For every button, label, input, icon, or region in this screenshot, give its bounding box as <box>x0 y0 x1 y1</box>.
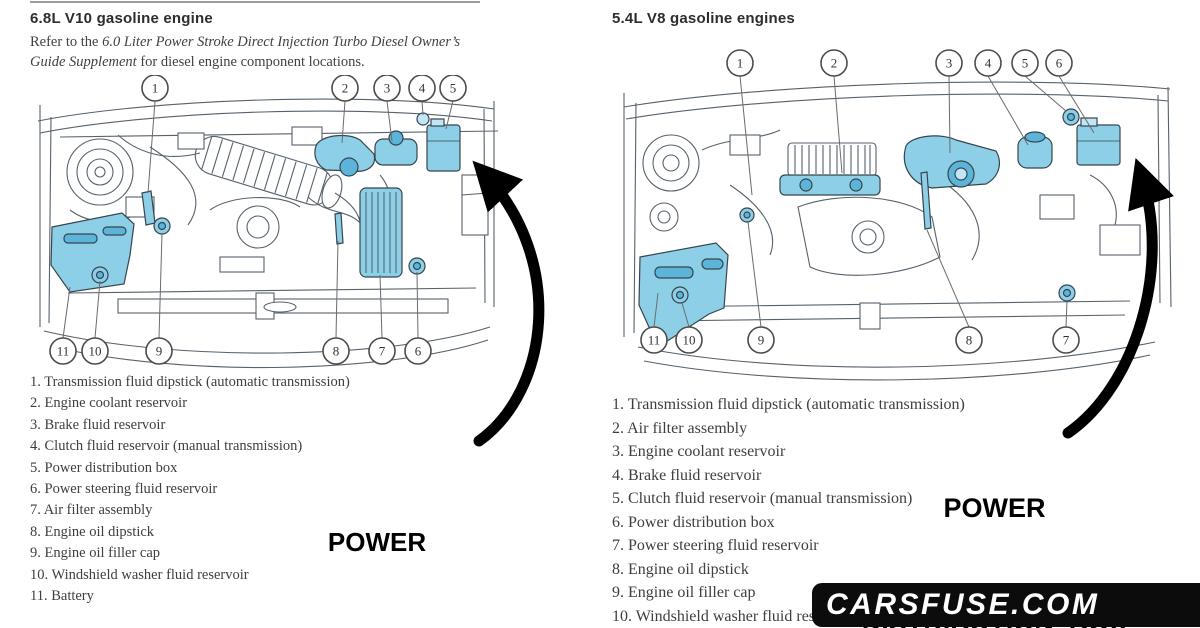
svg-text:9: 9 <box>156 344 163 359</box>
legend-item: 4. Clutch fluid reservoir (manual transm… <box>30 438 303 455</box>
svg-text:4: 4 <box>985 56 992 71</box>
note-supplement-title: 6.0 Liter Power Stroke Direct Injection … <box>30 34 461 70</box>
legend-item: 1. Transmission fluid dipstick (automati… <box>612 396 965 413</box>
note-prefix: Refer to the <box>30 34 103 50</box>
svg-text:8: 8 <box>333 344 340 359</box>
engine-oil-dipstick-highlight <box>334 212 344 245</box>
svg-text:5: 5 <box>1022 56 1029 71</box>
engine-oil-dipstick-highlight <box>920 171 932 230</box>
svg-text:1: 1 <box>737 56 744 71</box>
legend-item: 5. Clutch fluid reservoir (manual transm… <box>612 490 913 507</box>
watermark-text: CARSFUSE.COM <box>826 588 1100 621</box>
legend-item: 8. Engine oil dipstick <box>612 560 749 578</box>
legend-item: 10. Windshield washer fluid reservoir <box>30 566 249 583</box>
diesel-reference-note: Refer to the 6.0 Liter Power Stroke Dire… <box>30 33 484 72</box>
legend-item: 9. Engine oil filler cap <box>612 584 756 601</box>
legend-item: 7. Power steering fluid reservoir <box>612 537 819 554</box>
svg-text:11: 11 <box>648 333 661 348</box>
highlighted-components <box>638 108 1121 348</box>
legend-item: 2. Air filter assembly <box>612 419 748 437</box>
leader-lines <box>653 75 1095 328</box>
coolant-reservoir-highlight <box>903 135 1000 189</box>
engine-details <box>66 126 489 273</box>
legend-item: 9. Engine oil filler cap <box>30 545 161 562</box>
svg-text:10: 10 <box>89 344 102 359</box>
callouts: 1 2 3 4 5 11 10 9 8 7 6 <box>49 75 467 365</box>
svg-text:7: 7 <box>1063 333 1070 348</box>
air-filter-base-highlight <box>779 174 881 196</box>
svg-text:6: 6 <box>415 344 422 359</box>
legend-item: 7. Air filter assembly <box>30 502 153 519</box>
engine-bay-outline <box>623 81 1172 381</box>
svg-text:8: 8 <box>966 333 973 348</box>
v8-engine-bay-diagram: 1 2 3 4 5 6 11 10 9 8 7 <box>623 49 1172 381</box>
leader-lines <box>62 100 454 339</box>
power-distribution-box-label-left: POWER DISTRIBUTION BOX <box>327 527 427 557</box>
svg-text:3: 3 <box>946 56 953 71</box>
power-distribution-box-highlight <box>1076 124 1121 166</box>
transmission-dipstick-highlight <box>141 190 156 226</box>
carsfuse-watermark: CARSFUSE.COM <box>812 583 1200 627</box>
svg-text:7: 7 <box>379 344 386 359</box>
legend-item: 3. Brake fluid reservoir <box>30 416 166 433</box>
legend-item: 6. Power distribution box <box>612 513 775 531</box>
top-rule <box>30 1 480 3</box>
highlighted-components <box>50 112 461 293</box>
callouts: 1 2 3 4 5 6 11 10 9 8 7 <box>640 49 1080 354</box>
svg-text:5: 5 <box>450 81 457 96</box>
svg-text:6: 6 <box>1056 56 1063 71</box>
legend-item: 3. Engine coolant reservoir <box>612 443 786 460</box>
section-title-v8: 5.4L V8 gasoline engines <box>612 10 795 27</box>
svg-text:1: 1 <box>152 81 159 96</box>
v10-legend: 1. Transmission fluid dipstick (automati… <box>30 372 550 607</box>
legend-item: 1. Transmission fluid dipstick (automati… <box>30 374 350 390</box>
battery-highlight <box>50 212 135 293</box>
intake-tube <box>194 135 343 209</box>
legend-item: 4. Brake fluid reservoir <box>612 466 762 484</box>
legend-item: 8. Engine oil dipstick <box>30 523 155 540</box>
svg-text:9: 9 <box>758 333 765 348</box>
note-suffix: for diesel engine component locations. <box>136 53 365 70</box>
engine-bay-outline <box>37 98 499 369</box>
svg-text:2: 2 <box>342 81 349 96</box>
svg-text:10: 10 <box>683 333 696 348</box>
legend-item: 11. Battery <box>30 588 94 605</box>
coolant-reservoir-highlight <box>314 134 376 172</box>
legend-item: 2. Engine coolant reservoir <box>30 395 188 412</box>
legend-item: 10. Windshield washer fluid reservoir <box>612 607 854 625</box>
svg-text:2: 2 <box>831 56 838 71</box>
legend-item: 6. Power steering fluid reservoir <box>30 481 218 498</box>
section-title-v10: 6.8L V10 gasoline engine <box>30 10 213 27</box>
svg-text:4: 4 <box>419 81 426 96</box>
svg-text:3: 3 <box>384 81 391 96</box>
power-distribution-box-highlight <box>426 124 461 172</box>
svg-text:11: 11 <box>57 344 70 359</box>
legend-item: 5. Power distribution box <box>30 459 178 476</box>
v8-legend: 1. Transmission fluid dipstick (automati… <box>612 393 1192 628</box>
air-filter-highlight <box>359 187 403 278</box>
engine-details <box>642 129 1141 276</box>
v10-engine-bay-diagram: 1 2 3 4 5 11 10 9 8 7 6 <box>37 75 499 369</box>
